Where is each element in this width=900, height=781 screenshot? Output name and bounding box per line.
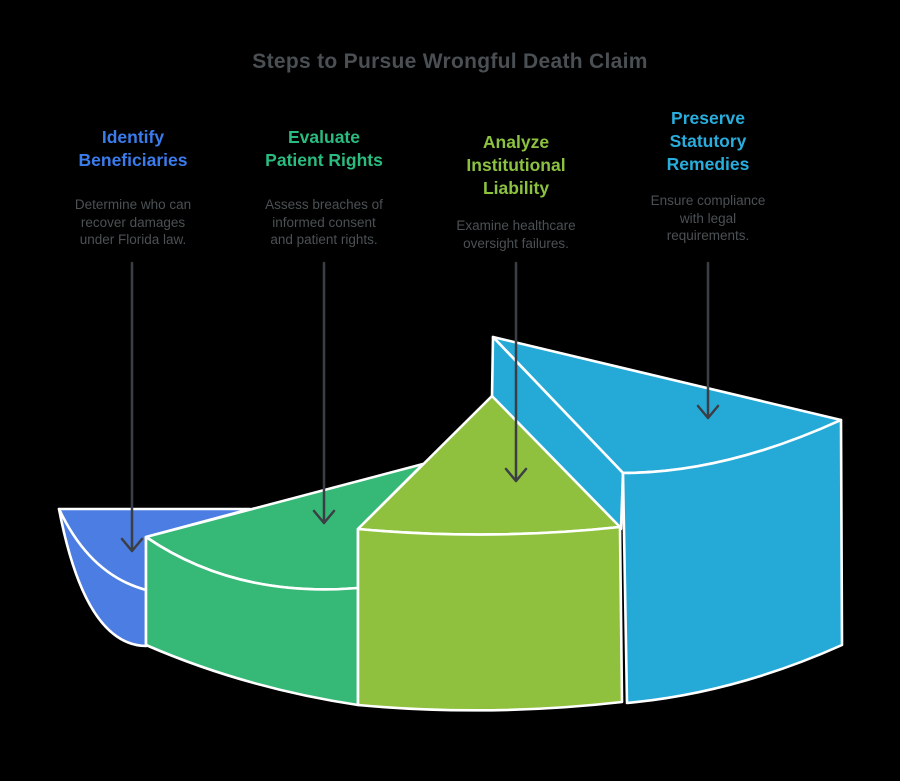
step-4-title: Preserve Statutory Remedies [666, 108, 750, 174]
step-2-description: Assess breaches of informed consent and … [265, 197, 383, 247]
step-1-description: Determine who can recover damages under … [74, 197, 192, 247]
arrow-step-2 [312, 261, 336, 525]
page-title: Steps to Pursue Wrongful Death Claim [252, 50, 648, 73]
slice-preserve-statutory-remedies [490, 335, 844, 705]
slice-4-front-face [621, 418, 844, 705]
step-4-description: Ensure compliance with legal requirement… [650, 193, 766, 243]
step-column-2: Evaluate Patient Rights Assess breaches … [239, 0, 409, 290]
step-1-title: Identify Beneficiaries [78, 127, 188, 170]
step-column-3: Analyze Institutional Liability Examine … [431, 0, 601, 290]
arrow-step-4 [696, 261, 720, 420]
step-3-description: Examine healthcare oversight failures. [456, 218, 576, 251]
slice-evaluate-patient-rights [144, 462, 425, 707]
arrow-step-1 [120, 261, 144, 553]
step-column-1: Identify Beneficiaries Determine who can… [48, 0, 218, 290]
step-3-title: Analyze Institutional Liability [466, 132, 566, 198]
step-2-title: Evaluate Patient Rights [265, 127, 383, 170]
slice-3-front-face [356, 525, 624, 712]
step-arrows [120, 261, 720, 553]
step-column-4: Preserve Statutory Remedies Ensure compl… [623, 0, 793, 290]
slice-analyze-institutional-liability [356, 394, 624, 712]
arrow-step-3 [504, 261, 528, 483]
